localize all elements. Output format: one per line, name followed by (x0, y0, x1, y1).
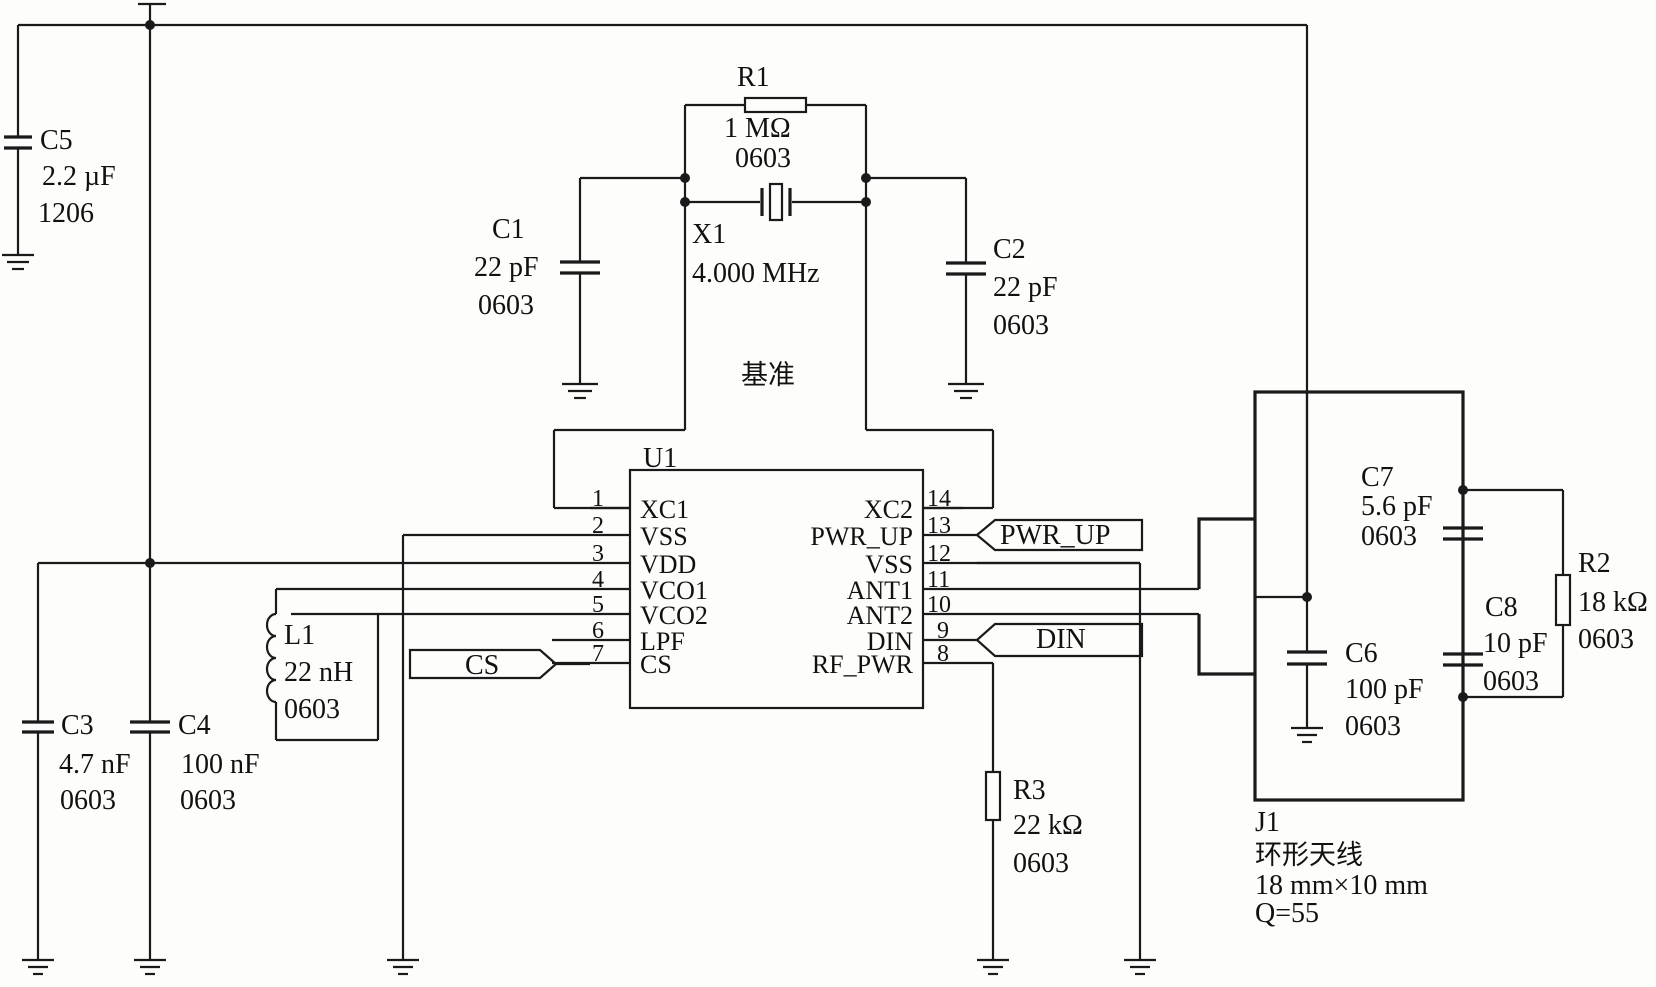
r3-ref: R3 (1013, 775, 1046, 806)
r1-package: 0603 (735, 143, 791, 174)
u1-pin10-num: 10 (927, 592, 951, 618)
c7-ref: C7 (1361, 462, 1394, 493)
u1-pin11-num: 11 (927, 567, 950, 593)
net-label-cs (408, 648, 558, 680)
c8-value: 10 pF (1483, 628, 1548, 659)
u1-pin2-name: VSS (640, 522, 688, 551)
capacitor-c5 (4, 25, 32, 255)
capacitor-c3 (22, 563, 54, 976)
u1-pin11-name: ANT1 (847, 576, 913, 605)
j1-size: 18 mm×10 mm (1255, 870, 1428, 901)
c1-ref: C1 (492, 214, 525, 245)
c4-ref: C4 (178, 710, 211, 741)
c5-ref: C5 (40, 125, 73, 156)
cs-label: CS (465, 650, 499, 681)
c1-value: 22 pF (474, 252, 539, 283)
r1-value: 1 MΩ (724, 113, 791, 144)
u1-pin5-name: VCO2 (640, 601, 708, 630)
ground-c5 (2, 253, 34, 271)
c3-ref: C3 (61, 710, 94, 741)
c2-ref: C2 (993, 234, 1026, 265)
vss-ground-right (977, 561, 1156, 976)
u1-pin4-name: VCO1 (640, 576, 708, 605)
r2-ref: R2 (1578, 548, 1611, 579)
crystal-network (580, 96, 966, 430)
u1-pin6-name: LPF (640, 627, 685, 656)
l1-value: 22 nH (284, 657, 353, 688)
u1-pin7-name: CS (640, 650, 672, 679)
u1-chip (38, 468, 1199, 710)
u1-pin3-num: 3 (592, 541, 604, 567)
r3-package: 0603 (1013, 848, 1069, 879)
u1-pin14-num: 14 (927, 486, 951, 512)
r1-ref: R1 (737, 62, 770, 93)
u1-pin8-name: RF_PWR (812, 650, 914, 679)
u1-pin6-num: 6 (592, 618, 604, 644)
c4-package: 0603 (180, 785, 236, 816)
j1-name: 环形天线 (1255, 840, 1363, 871)
c2-value: 22 pF (993, 272, 1058, 303)
capacitor-c4 (130, 563, 170, 976)
j1-ref: J1 (1255, 807, 1280, 838)
c8-package: 0603 (1483, 666, 1539, 697)
u1-pin1-name: XC1 (640, 495, 689, 524)
resistor-r3 (977, 663, 1009, 976)
c5-value: 2.2 µF (42, 161, 116, 192)
c3-package: 0603 (60, 785, 116, 816)
capacitor-c2 (946, 178, 986, 400)
l1-ref: L1 (284, 620, 315, 651)
c7-value: 5.6 pF (1361, 491, 1433, 522)
u1-pin9-name: DIN (867, 627, 913, 656)
u1-pin2-num: 2 (592, 513, 604, 539)
u1-pin13-num: 13 (927, 513, 951, 539)
c3-value: 4.7 nF (59, 749, 131, 780)
c7-package: 0603 (1361, 521, 1417, 552)
u1-pin5-num: 5 (592, 592, 604, 618)
vss-ground-left (387, 535, 419, 976)
l1-package: 0603 (284, 694, 340, 725)
u1-pin1-num: 1 (592, 486, 604, 512)
u1-pin12-num: 12 (927, 541, 951, 567)
c8-ref: C8 (1485, 592, 1518, 623)
c4-value: 100 nF (181, 749, 260, 780)
pwr-up-label: PWR_UP (1000, 520, 1110, 551)
antenna-j1 (1197, 390, 1572, 802)
u1-pin9-num: 9 (937, 618, 949, 644)
x1-value: 4.000 MHz (692, 258, 820, 289)
net-label-din (975, 622, 1144, 658)
j1-q: Q=55 (1255, 898, 1319, 929)
inductor-l1 (265, 589, 380, 742)
u1-pin13-name: PWR_UP (810, 522, 913, 551)
capacitor-c1 (560, 178, 600, 400)
r2-value: 18 kΩ (1578, 587, 1648, 618)
u1-pin10-name: ANT2 (847, 601, 913, 630)
c1-package: 0603 (478, 290, 534, 321)
u1-pin7-num: 7 (592, 641, 604, 667)
r3-value: 22 kΩ (1013, 810, 1083, 841)
u1-pin4-num: 4 (592, 567, 604, 593)
c5-package: 1206 (38, 198, 94, 229)
din-label: DIN (1036, 624, 1086, 655)
net-label-pwr-up (975, 518, 1144, 552)
u1-pin3-name: VDD (640, 550, 696, 579)
c6-value: 100 pF (1345, 674, 1424, 705)
u1-pin8-num: 8 (937, 641, 949, 667)
u1-pin14-name: XC2 (864, 495, 913, 524)
x1-ref: X1 (692, 219, 726, 250)
c6-ref: C6 (1345, 638, 1378, 669)
r2-package: 0603 (1578, 624, 1634, 655)
reference-label: 基准 (741, 360, 795, 391)
u1-pin12-name: VSS (865, 550, 913, 579)
c2-package: 0603 (993, 310, 1049, 341)
u1-ref: U1 (643, 443, 677, 474)
c6-package: 0603 (1345, 711, 1401, 742)
